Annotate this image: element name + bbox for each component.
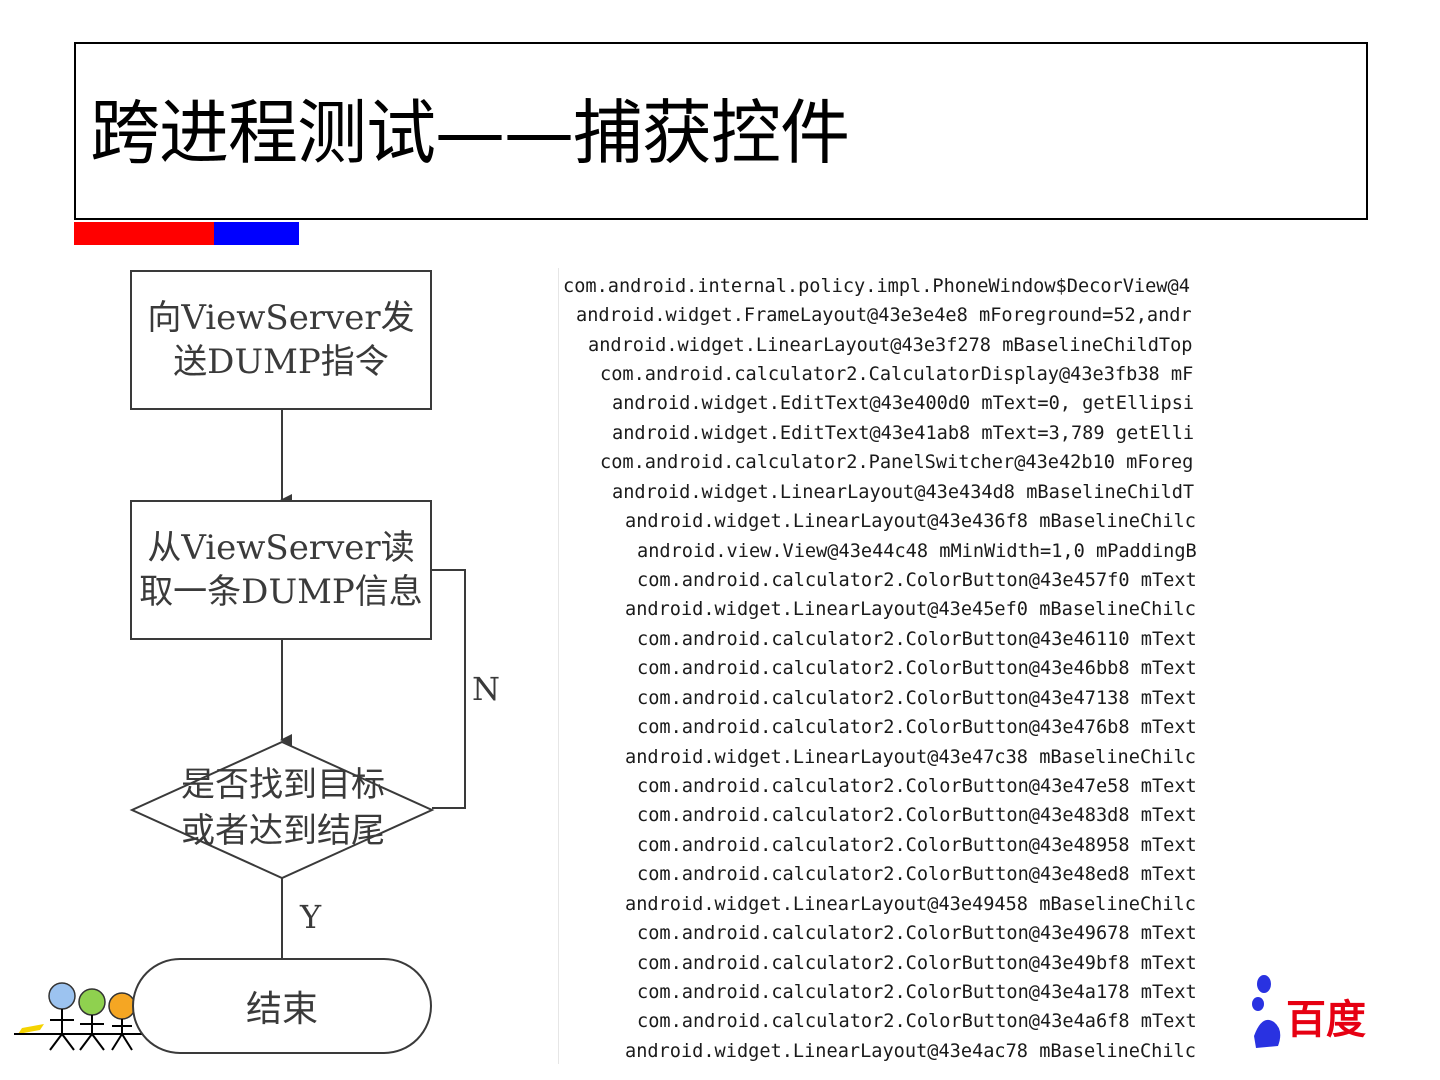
flow-decision-text: 是否找到目标 或者达到结尾 (150, 762, 416, 854)
dump-line: com.android.calculator2.ColorButton@43e4… (637, 776, 1197, 797)
dump-output-panel: com.android.internal.policy.impl.PhoneWi… (558, 268, 1255, 1064)
flow-step-read-dump-line1: 从ViewServer读 (147, 528, 415, 568)
slide-title-box: 跨进程测试——捕获控件 (74, 42, 1368, 220)
loop-back-line (432, 569, 466, 809)
dump-line: com.android.calculator2.PanelSwitcher@43… (600, 452, 1194, 473)
flow-label-yes: Y (300, 898, 322, 936)
dump-line: com.android.calculator2.ColorButton@43e4… (637, 864, 1197, 885)
dump-line: android.widget.EditText@43e41ab8 mText=3… (612, 423, 1195, 444)
dump-line: android.view.View@43e44c48 mMinWidth=1,0… (637, 541, 1197, 562)
stick-figures-icon (14, 982, 144, 1051)
dump-line: android.widget.LinearLayout@43e49458 mBa… (625, 894, 1196, 915)
flow-step-send-dump-line1: 向ViewServer发 (147, 298, 415, 338)
dump-line: com.android.calculator2.ColorButton@43e4… (637, 953, 1197, 974)
dump-line: com.android.calculator2.ColorButton@43e4… (637, 835, 1197, 856)
flow-step-send-dump: 向ViewServer发 送DUMP指令 (130, 270, 432, 410)
flow-end-terminator: 结束 (132, 958, 432, 1054)
dump-line: android.widget.LinearLayout@43e436f8 mBa… (625, 511, 1196, 532)
flow-step-read-dump: 从ViewServer读 取一条DUMP信息 (130, 500, 432, 640)
dump-line: com.android.calculator2.ColorButton@43e4… (637, 982, 1197, 1003)
dump-line: com.android.calculator2.ColorButton@43e4… (637, 805, 1197, 826)
flow-step-read-dump-line2: 取一条DUMP信息 (139, 572, 423, 612)
dump-line: com.android.calculator2.ColorButton@43e4… (637, 688, 1197, 709)
dump-line: com.android.calculator2.CalculatorDispla… (600, 364, 1194, 385)
flow-step-send-dump-line2: 送DUMP指令 (173, 342, 389, 382)
dump-line: android.widget.LinearLayout@43e4ac78 mBa… (625, 1041, 1196, 1062)
slide-title: 跨进程测试——捕获控件 (90, 92, 850, 174)
flow-decision-line2: 或者达到结尾 (181, 811, 385, 851)
baidu-logo-text: 百度 (1286, 997, 1366, 1043)
dump-line: android.widget.FrameLayout@43e3e4e8 mFor… (576, 305, 1192, 326)
dump-line: com.android.calculator2.ColorButton@43e4… (637, 717, 1197, 738)
dump-line: com.android.calculator2.ColorButton@43e4… (637, 629, 1197, 650)
dump-line: com.android.calculator2.ColorButton@43e4… (637, 923, 1197, 944)
dump-line: com.android.calculator2.ColorButton@43e4… (637, 570, 1197, 591)
dump-line: android.widget.LinearLayout@43e434d8 mBa… (612, 482, 1195, 503)
dump-line: com.android.calculator2.ColorButton@43e4… (637, 1011, 1197, 1032)
dump-line: android.widget.EditText@43e400d0 mText=0… (612, 393, 1195, 414)
baidu-paw-icon (1252, 975, 1281, 1048)
flow-label-no: N (472, 670, 500, 708)
dump-line: com.android.internal.policy.impl.PhoneWi… (563, 276, 1190, 297)
accent-bar-blue (214, 222, 299, 245)
accent-bar-red (74, 222, 214, 245)
flow-decision-line1: 是否找到目标 (181, 765, 385, 805)
dump-line: com.android.calculator2.ColorButton@43e4… (637, 658, 1197, 679)
dump-line: android.widget.LinearLayout@43e47c38 mBa… (625, 747, 1196, 768)
dump-line: android.widget.LinearLayout@43e3f278 mBa… (588, 335, 1193, 356)
dump-line: android.widget.LinearLayout@43e45ef0 mBa… (625, 599, 1196, 620)
